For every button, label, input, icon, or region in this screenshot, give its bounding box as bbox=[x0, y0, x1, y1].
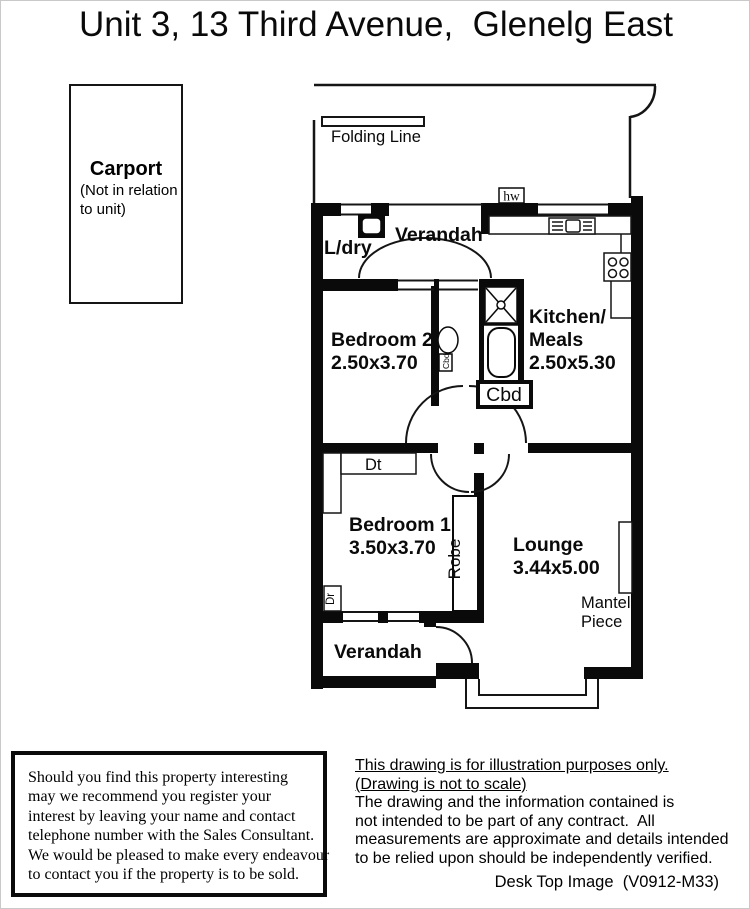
hot-water-label: hw bbox=[503, 189, 520, 204]
carport-box: Carport (Not in relation to unit) bbox=[69, 84, 183, 304]
hall-arc-lower-right bbox=[470, 453, 510, 493]
drawers-label: Dr bbox=[325, 593, 337, 605]
robe-label: Robe bbox=[445, 539, 464, 580]
cbd-cupboard-label: Cbd bbox=[486, 384, 522, 406]
carport-note-line2: to unit) bbox=[80, 201, 126, 218]
cbd-cupboard bbox=[476, 380, 533, 409]
mantel-label-line2: Piece bbox=[581, 613, 622, 631]
register-line: We would be pleased to make every endeav… bbox=[28, 846, 330, 864]
dressing-table bbox=[322, 452, 417, 514]
disclaimer-underlined-line: This drawing is for illustration purpose… bbox=[355, 757, 669, 774]
disclaimer-line: measurements are approximate and details… bbox=[355, 831, 729, 849]
bedroom2-label: Bedroom 2 bbox=[331, 329, 433, 351]
register-line: to contact you if the property is to be … bbox=[28, 866, 300, 884]
verandah-top-label: Verandah bbox=[395, 224, 483, 246]
shower bbox=[482, 284, 520, 326]
front-door-arc bbox=[435, 626, 473, 664]
drawers bbox=[323, 585, 342, 612]
ldry-label: L/dry bbox=[324, 237, 372, 259]
toilet bbox=[437, 326, 459, 372]
carport-label: Carport bbox=[89, 158, 163, 180]
register-interest-box: Should you find this property interestin… bbox=[11, 751, 330, 897]
hall-arc-lower-left bbox=[430, 453, 470, 493]
yard-outline bbox=[312, 83, 657, 205]
register-line: interest by leaving your name and contac… bbox=[28, 807, 296, 825]
disclaimer-line: to be relied upon should be independentl… bbox=[355, 849, 713, 867]
verandah-bottom-label: Verandah bbox=[334, 641, 422, 663]
bedroom1-dimensions: 3.50x3.70 bbox=[349, 537, 436, 559]
kitchen-dimensions: 2.50x5.30 bbox=[529, 352, 616, 374]
page-title: Unit 3, 13 Third Avenue, Glenelg East bbox=[78, 5, 674, 44]
folding-line-label: Folding Line bbox=[331, 128, 421, 146]
dressing-table-label: Dt bbox=[365, 456, 382, 474]
toilet-cbd-label: Cbd bbox=[441, 353, 451, 369]
bathtub bbox=[487, 327, 516, 378]
lounge-label: Lounge bbox=[513, 534, 584, 556]
carport-note-line1: (Not in relation bbox=[80, 182, 178, 199]
bedroom1-label: Bedroom 1 bbox=[349, 514, 451, 536]
kitchen-sink bbox=[548, 217, 596, 235]
floor-plan: Cbd Cbd hw Dt Dr Robe Folding Line L/dry… bbox=[311, 83, 657, 709]
disclaimer-line: not intended to be part of any contract.… bbox=[355, 812, 655, 830]
hot-water-unit bbox=[498, 187, 525, 204]
laundry-sink bbox=[358, 214, 385, 238]
disclaimer-line: The drawing and the information containe… bbox=[355, 794, 675, 812]
credit-line: Desk Top Image (V0912-M33) bbox=[494, 873, 719, 891]
register-line: may we recommend you register your bbox=[28, 788, 272, 806]
windows bbox=[341, 203, 608, 622]
lounge-dimensions: 3.44x5.00 bbox=[513, 557, 600, 579]
mantel-label-line1: Mantel bbox=[581, 594, 631, 612]
bay-window bbox=[465, 679, 599, 709]
mantel-piece bbox=[618, 521, 633, 594]
hall-arc-upper-left bbox=[405, 385, 464, 444]
folding-line-bar bbox=[321, 116, 425, 127]
register-line: Should you find this property interestin… bbox=[28, 769, 288, 786]
kitchen-label-line1: Kitchen/ bbox=[529, 306, 607, 328]
bedroom2-dimensions: 2.50x3.70 bbox=[331, 352, 418, 374]
stove bbox=[603, 252, 632, 282]
kitchen-label-line2: Meals bbox=[529, 329, 583, 351]
disclaimer-underlined-line: (Drawing is not to scale) bbox=[355, 775, 527, 793]
yard-gate-arc bbox=[629, 85, 657, 119]
verandah-arch bbox=[358, 237, 492, 279]
robe bbox=[452, 495, 479, 612]
disclaimer-block: This drawing is for illustration purpose… bbox=[355, 757, 735, 869]
register-line: telephone number with the Sales Consulta… bbox=[28, 827, 315, 845]
